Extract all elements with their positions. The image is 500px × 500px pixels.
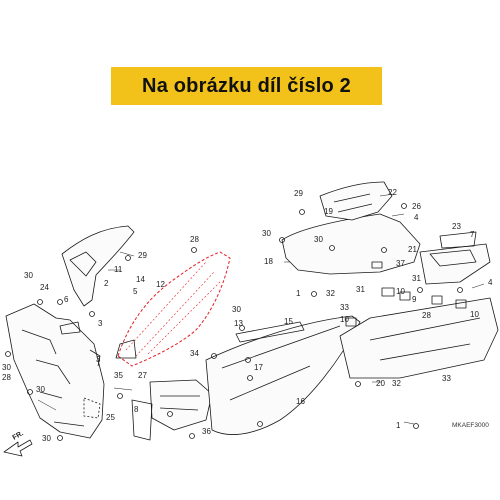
callout-21: 21 <box>408 245 417 254</box>
part-inner-cowl <box>61 225 135 307</box>
callout-19: 19 <box>324 207 333 216</box>
front-direction-label: FR. <box>12 430 25 442</box>
page-title-banner: Na obrázku díl číslo 2 <box>111 67 382 105</box>
callout-9: 9 <box>412 295 417 304</box>
callout-3a: 3 <box>98 319 103 328</box>
callout-24: 24 <box>40 283 49 292</box>
callout-10a: 10 <box>396 287 405 296</box>
callout-30c: 30 <box>24 271 33 280</box>
callout-33b: 33 <box>442 374 451 383</box>
callout-18: 18 <box>264 257 273 266</box>
part-left-side-cover <box>5 303 105 439</box>
callout-10b: 10 <box>470 310 479 319</box>
part-under-cowl <box>205 315 361 435</box>
callout-7: 7 <box>470 230 475 239</box>
callout-5: 5 <box>133 287 138 296</box>
callout-32a: 32 <box>326 289 335 298</box>
callout-6: 6 <box>64 295 69 304</box>
callout-34: 34 <box>190 349 199 358</box>
callout-4a: 4 <box>414 213 419 222</box>
callout-30b: 30 <box>314 235 323 244</box>
callout-28a: 28 <box>190 235 199 244</box>
callout-22: 22 <box>388 188 397 197</box>
callout-31b: 31 <box>356 285 365 294</box>
callout-30a: 30 <box>262 229 271 238</box>
callout-29a: 29 <box>138 251 147 260</box>
callout-36: 36 <box>202 427 211 436</box>
callout-11: 11 <box>114 265 123 274</box>
callout-2: 2 <box>104 279 109 288</box>
part-undertray <box>339 297 499 379</box>
callout-17: 17 <box>254 363 263 372</box>
callout-30d: 30 <box>232 305 241 314</box>
callout-33a: 33 <box>340 303 349 312</box>
part-lower-bracket <box>149 379 213 431</box>
callout-29b: 29 <box>294 189 303 198</box>
callout-12: 12 <box>156 280 165 289</box>
part-2-main-panel <box>117 251 231 367</box>
callout-14: 14 <box>136 275 145 284</box>
callout-23: 23 <box>452 222 461 231</box>
callout-16: 16 <box>296 397 305 406</box>
callout-30e: 30 <box>2 363 11 372</box>
callout-15: 15 <box>284 317 293 326</box>
callout-13: 13 <box>234 319 243 328</box>
callout-28c: 28 <box>2 373 11 382</box>
page-title: Na obrázku díl číslo 2 <box>142 74 351 97</box>
callout-1b: 1 <box>396 421 401 430</box>
callout-10c: 10 <box>340 315 349 324</box>
callout-37: 37 <box>396 259 405 268</box>
callout-35: 35 <box>114 371 123 380</box>
callout-1a: 1 <box>296 289 301 298</box>
callout-31a: 31 <box>412 274 421 283</box>
callout-26: 26 <box>412 202 421 211</box>
callout-30f: 30 <box>36 385 45 394</box>
callout-3b: 3 <box>96 355 101 364</box>
callout-27: 27 <box>138 371 147 380</box>
callout-32b: 32 <box>392 379 401 388</box>
diagram-code: MKAEF3000 <box>452 422 489 429</box>
callout-30g: 30 <box>42 434 51 443</box>
callout-20: 20 <box>376 379 385 388</box>
callout-28b: 28 <box>422 311 431 320</box>
callout-8: 8 <box>134 405 139 414</box>
callout-labels: 29 11 14 28 22 26 4 29 19 30 30 23 7 12 … <box>2 188 493 443</box>
front-direction-arrow <box>3 439 33 457</box>
callout-4b: 4 <box>488 278 493 287</box>
callout-25: 25 <box>106 413 115 422</box>
